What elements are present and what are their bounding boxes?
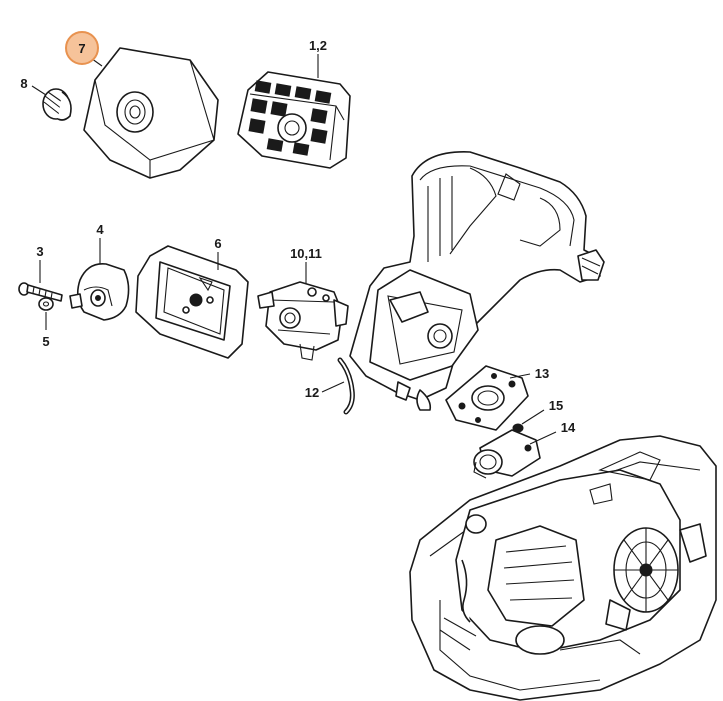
part-12-fuel-line[interactable] (337, 357, 355, 415)
callout-14[interactable]: 14 (561, 420, 576, 435)
engine-block (409, 435, 717, 701)
callout-3[interactable]: 3 (36, 244, 43, 259)
part-3-screw[interactable] (18, 282, 63, 302)
callout-5[interactable]: 5 (42, 334, 49, 349)
part-5-washer[interactable] (38, 297, 54, 311)
callout-1-2[interactable]: 1,2 (309, 38, 327, 53)
callout-13[interactable]: 13 (535, 366, 549, 381)
callout-7[interactable]: 7 (78, 41, 85, 56)
leader-12 (321, 381, 345, 393)
leader-15 (521, 409, 545, 425)
callout-12[interactable]: 12 (305, 385, 319, 400)
leader-14 (529, 431, 557, 445)
leader-8 (31, 85, 47, 96)
part-14-intake-manifold[interactable] (473, 429, 541, 479)
callouts: 7 8 1,2 3 4 5 6 10,11 12 13 15 14 (20, 31, 576, 435)
part-8-knob[interactable] (42, 88, 72, 121)
part-13-gasket[interactable] (445, 365, 529, 431)
callout-8[interactable]: 8 (20, 76, 27, 91)
part-1-2-air-filter[interactable] (237, 71, 351, 169)
part-4-bracket[interactable] (69, 263, 130, 321)
part-7-shroud-cover[interactable] (83, 47, 219, 179)
callout-10-11[interactable]: 10,11 (290, 246, 322, 261)
leader-lines (31, 54, 557, 445)
callout-15[interactable]: 15 (549, 398, 563, 413)
handle-housing-assembly (349, 151, 605, 411)
leader-13 (509, 373, 531, 379)
part-10-11-carburetor[interactable] (257, 281, 349, 361)
callout-6[interactable]: 6 (214, 236, 221, 251)
callout-4[interactable]: 4 (96, 222, 104, 237)
callout-7-highlight (65, 31, 99, 65)
part-6-base-plate[interactable] (135, 245, 249, 359)
